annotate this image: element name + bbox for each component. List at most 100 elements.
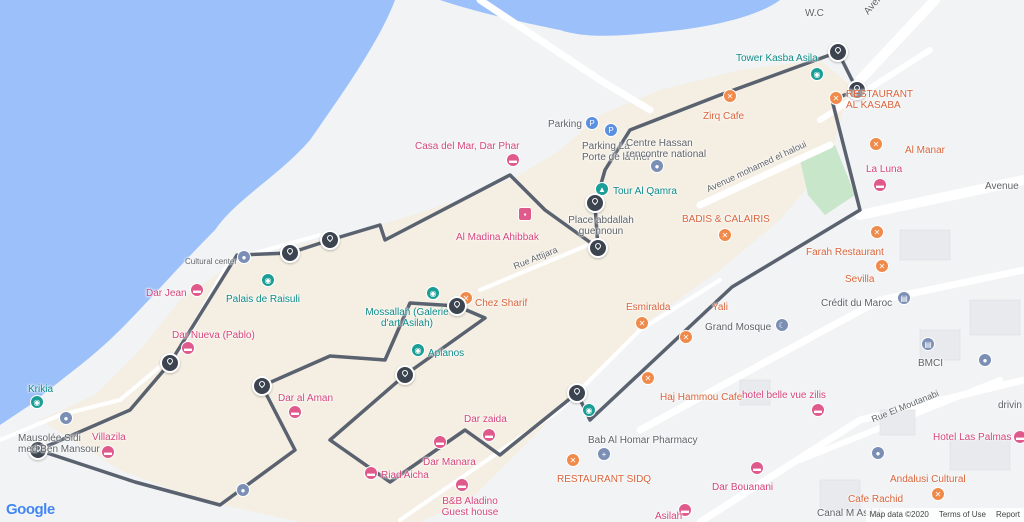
poi-label-cultural-center[interactable]: Cultural center (185, 257, 238, 266)
monument-icon[interactable]: ▲ (595, 182, 609, 196)
poi-label-esmiralda[interactable]: Esmiralda (626, 302, 671, 313)
fork-knife-icon[interactable]: ✕ (723, 89, 737, 103)
route-stop-pin[interactable] (585, 193, 605, 213)
fork-knife-icon[interactable]: ✕ (718, 228, 732, 242)
poi-label-yali[interactable]: Yali (712, 302, 728, 313)
bed-icon[interactable]: ▬ (678, 503, 692, 517)
bed-icon[interactable]: ▬ (482, 428, 496, 442)
fork-knife-icon[interactable]: ✕ (679, 330, 693, 344)
poi-label-centre-hassan[interactable]: Centre Hassan rencontre national (626, 138, 707, 160)
pin-icon[interactable]: ● (871, 446, 885, 460)
bed-icon[interactable]: ▬ (433, 435, 447, 449)
poi-label-hotel-las-palmas[interactable]: Hotel Las Palmas (933, 432, 1012, 443)
camera-icon[interactable]: ◉ (426, 286, 440, 300)
bed-icon[interactable]: ▬ (811, 403, 825, 417)
poi-label-grand-mosque[interactable]: Grand Mosque (705, 322, 772, 333)
route-stop-pin[interactable] (447, 296, 467, 316)
bed-icon[interactable]: ▬ (364, 466, 378, 480)
poi-label-bb-aladino[interactable]: B&B Aladino Guest house (441, 496, 499, 518)
route-stop-pin[interactable] (320, 230, 340, 250)
bed-icon[interactable]: ▬ (455, 478, 469, 492)
poi-label-andalusi-cultural[interactable]: Andalusi Cultural (890, 474, 966, 485)
camera-icon[interactable]: ◉ (810, 67, 824, 81)
poi-label-cafe-rachid[interactable]: Cafe Rachid (848, 494, 904, 505)
camera-icon[interactable]: ◉ (30, 395, 44, 409)
pin-icon[interactable]: ● (59, 411, 73, 425)
pin-icon[interactable]: ● (650, 159, 664, 173)
route-stop-pin[interactable] (28, 440, 48, 460)
poi-label-badis[interactable]: BADIS & CALAIRIS (682, 214, 770, 225)
poi-label-dar-zaida[interactable]: Dar zaida (464, 414, 507, 425)
fork-knife-icon[interactable]: ✕ (829, 91, 843, 105)
poi-label-mausolee[interactable]: Mausolée Sidi med Ben Mansour (18, 433, 100, 455)
fork-knife-icon[interactable]: ✕ (641, 371, 655, 385)
route-stop-pin[interactable] (252, 376, 272, 396)
poi-label-canal-m-asilah[interactable]: Canal M Asilah (817, 508, 884, 519)
bank-icon[interactable]: ▤ (921, 337, 935, 351)
poi-label-aplanos[interactable]: Aplanos (428, 348, 465, 359)
route-stop-pin[interactable] (567, 383, 587, 403)
poi-label-casa-del-mar[interactable]: Casa del Mar, Dar Phar (415, 141, 520, 152)
bed-icon[interactable]: ▬ (506, 153, 520, 167)
poi-label-al-madina[interactable]: Al Madina Ahibbak (456, 232, 539, 243)
poi-label-dar-bouanani[interactable]: Dar Bouanani (712, 482, 774, 493)
poi-label-restaurant-al-kasaba[interactable]: RESTAURANT AL KASABA (846, 89, 914, 111)
poi-label-farah[interactable]: Farah Restaurant (806, 247, 884, 258)
route-stop-pin[interactable] (828, 42, 848, 62)
poi-label-parking[interactable]: Parking (548, 119, 582, 130)
poi-label-asilah[interactable]: Asilah (655, 511, 683, 522)
route-stop-pin[interactable] (280, 243, 300, 263)
bed-icon[interactable]: ▬ (190, 283, 204, 297)
camera-icon[interactable]: ◉ (582, 403, 596, 417)
poi-label-zirq-cafe[interactable]: Zirq Cafe (703, 111, 745, 122)
fork-knife-icon[interactable]: ✕ (869, 137, 883, 151)
bed-icon[interactable]: ▬ (181, 341, 195, 355)
bed-icon[interactable]: ▬ (1013, 430, 1024, 444)
bed-icon[interactable]: ▬ (750, 461, 764, 475)
poi-label-restaurant-sidq[interactable]: RESTAURANT SIDQ (557, 474, 652, 485)
poi-label-palais-raisuli[interactable]: Palais de Raisuli (226, 294, 300, 305)
terms-link[interactable]: Terms of Use (938, 510, 986, 519)
route-stop-pin[interactable] (160, 353, 180, 373)
poi-label-mossallah[interactable]: Mossallah (Galerie d'art Asilah) (365, 307, 449, 329)
poi-label-riad-aicha[interactable]: Riad Aicha (381, 470, 429, 481)
route-stop-pin[interactable] (395, 365, 415, 385)
bank-icon[interactable]: ▤ (897, 291, 911, 305)
poi-label-place-abdallah[interactable]: Place abdallah guennoun (568, 215, 634, 237)
parking-icon[interactable]: P (585, 116, 599, 130)
poi-label-bab-al-homar[interactable]: Bab Al Homar Pharmacy (588, 435, 698, 446)
poi-label-credit-du-maroc[interactable]: Crédit du Maroc (821, 298, 893, 309)
bed-icon[interactable]: ▬ (873, 178, 887, 192)
poi-label-wc[interactable]: W.C (805, 8, 824, 19)
poi-label-dar-jean[interactable]: Dar Jean (146, 288, 187, 299)
poi-label-krikia[interactable]: Krikia (28, 384, 54, 395)
poi-label-tour-al-qamra[interactable]: Tour Al Qamra (613, 186, 677, 197)
pin-icon[interactable]: ● (237, 250, 251, 264)
poi-label-tower-kasba[interactable]: Tower Kasba Asila (736, 53, 818, 64)
camera-icon[interactable]: ◉ (261, 273, 275, 287)
fork-knife-icon[interactable]: ✕ (635, 316, 649, 330)
fork-knife-icon[interactable]: ✕ (870, 225, 884, 239)
poi-label-al-manar[interactable]: Al Manar (905, 145, 946, 156)
route-stop-pin[interactable] (847, 80, 867, 100)
mosque-icon[interactable]: ☾ (775, 318, 789, 332)
poi-label-la-luna[interactable]: La Luna (866, 164, 903, 175)
bed-icon[interactable]: ▬ (101, 445, 115, 459)
bed-icon[interactable]: ▬ (288, 405, 302, 419)
poi-label-haj-hammou[interactable]: Haj Hammou Cafe (660, 392, 743, 403)
poi-label-dar-al-aman[interactable]: Dar al Aman (278, 393, 334, 404)
poi-label-hotel-belle-vue[interactable]: hotel belle vue zilis (742, 390, 826, 401)
route-stop-pin[interactable] (588, 238, 608, 258)
fork-knife-icon[interactable]: ✕ (875, 259, 889, 273)
poi-label-dar-manara[interactable]: Dar Manara (423, 457, 476, 468)
pin-icon[interactable]: ● (236, 483, 250, 497)
fork-knife-icon[interactable]: ✕ (566, 453, 580, 467)
poi-label-chez-sharif[interactable]: Chez Sharif (475, 298, 528, 309)
fork-knife-icon[interactable]: ✕ (931, 487, 945, 501)
poi-label-villazila[interactable]: Villazila (92, 432, 126, 443)
poi-label-sevilla[interactable]: Sevilla (845, 274, 875, 285)
poi-label-bmci[interactable]: BMCI (918, 358, 943, 369)
poi-label-dar-nueva[interactable]: Dar Nueva (Pablo) (172, 330, 255, 341)
parking-icon[interactable]: P (604, 123, 618, 137)
